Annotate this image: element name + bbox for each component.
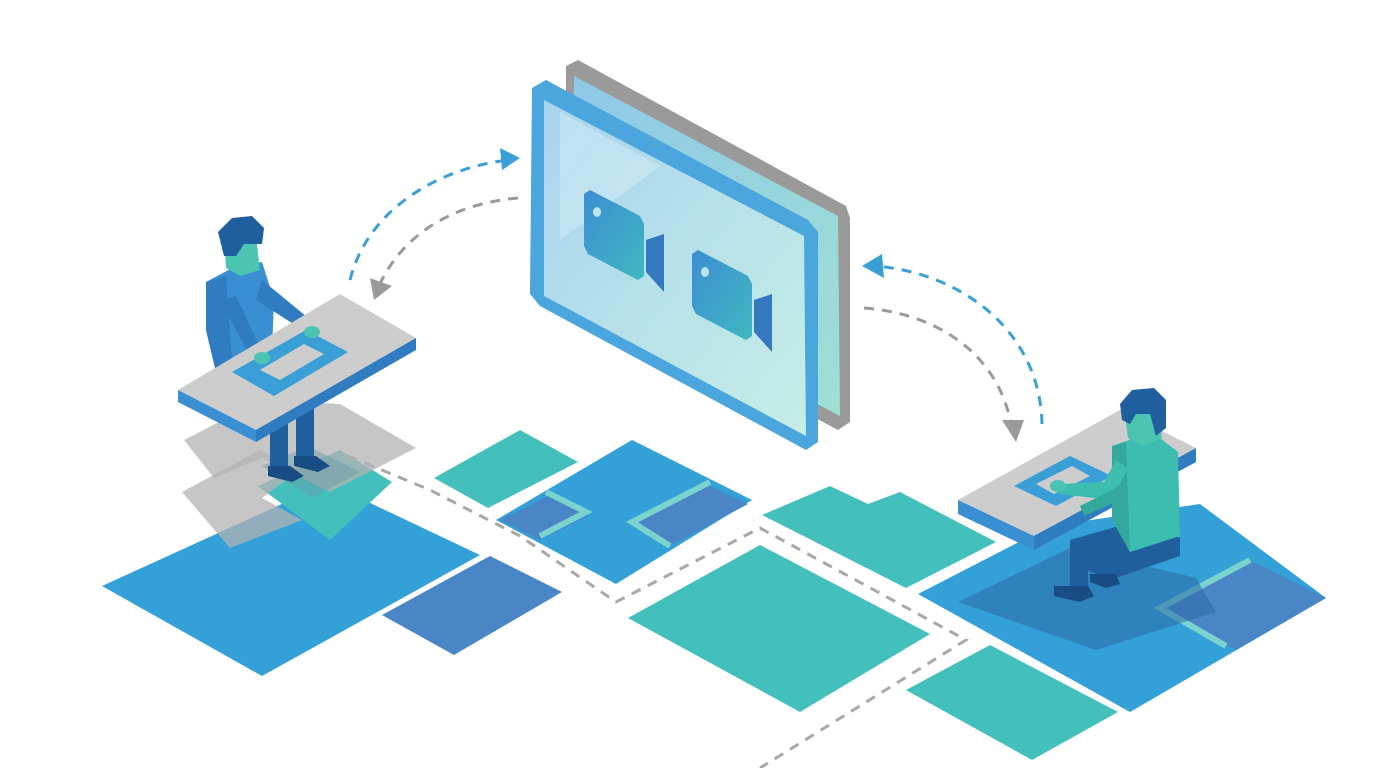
floor-tile — [762, 486, 996, 588]
person-foot — [1090, 574, 1120, 588]
person-leg — [1096, 540, 1114, 580]
left-workstation — [178, 216, 416, 548]
floor-tile — [1160, 560, 1326, 650]
person-foot — [1054, 586, 1094, 602]
screen-glass — [544, 100, 806, 436]
arrow-heads — [370, 148, 1024, 442]
floor-tile — [434, 430, 578, 508]
floor-tile — [102, 483, 480, 676]
person-hair — [1120, 388, 1166, 436]
desk-side — [256, 338, 416, 442]
person-arm — [1080, 480, 1126, 516]
desk-front — [178, 390, 256, 442]
person-hand — [304, 326, 320, 338]
video-camera-icon — [584, 190, 664, 292]
arrow-head — [500, 148, 520, 170]
arrow-head — [1002, 420, 1024, 442]
person-torso — [1112, 432, 1180, 552]
desk-mat-inner — [260, 344, 324, 380]
arrow-head — [370, 278, 392, 300]
desk-mat-inner — [1036, 466, 1090, 494]
arrow-path — [863, 306, 1014, 431]
person-hair — [218, 216, 264, 256]
tile-line — [625, 479, 712, 549]
tile-line — [538, 489, 593, 539]
person-hand — [254, 352, 270, 364]
video-camera-icon — [692, 250, 772, 352]
floor-tile — [906, 645, 1118, 760]
person-leg — [1070, 548, 1088, 592]
data-flow-arrows — [348, 158, 1044, 431]
arrow-path — [873, 264, 1044, 425]
person-arm — [220, 296, 262, 360]
floor-tile — [628, 545, 930, 712]
video-screen — [530, 60, 850, 450]
arrow-path — [348, 158, 509, 281]
person-foot — [294, 456, 330, 472]
right-workstation — [958, 388, 1216, 650]
person-foot — [268, 466, 304, 482]
floor-tile — [496, 440, 752, 584]
desk-front — [958, 500, 1034, 550]
person-leg — [296, 408, 314, 464]
person-hand — [1050, 480, 1066, 492]
arrow-path — [376, 196, 519, 289]
floor-tile — [382, 556, 562, 655]
arrow-head — [862, 254, 884, 278]
person-arm — [1060, 460, 1128, 500]
floor-tile — [630, 484, 748, 546]
floor-tile — [500, 496, 588, 540]
network-path — [347, 454, 969, 768]
